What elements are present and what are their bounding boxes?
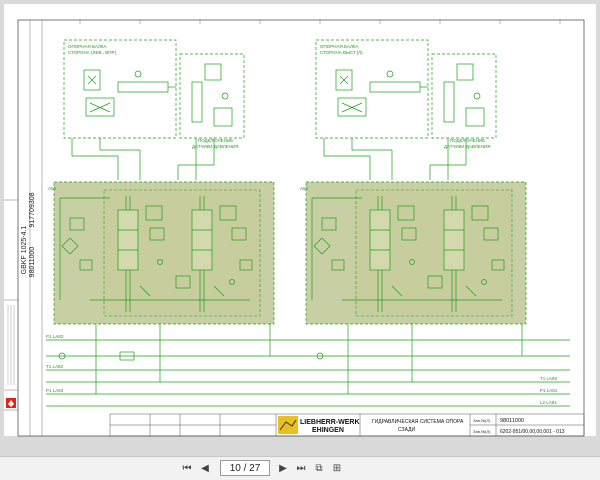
- number-label: Зав.№(Л): [473, 418, 491, 423]
- drawing-label: Зав.№(Л): [473, 429, 491, 434]
- line-label-1: P1 LA82: [46, 334, 64, 339]
- right-sensor-label-2: ДАТЧИКИ ДАВЛЕНИЯ: [444, 144, 490, 149]
- supply-lines: [46, 324, 570, 407]
- right-upper-circuit: [315, 39, 497, 180]
- drawing-title-1: ГИДРАВЛИЧЕСКАЯ СИСТЕМА ОПОРА: [372, 419, 464, 425]
- page-number-input[interactable]: 10 / 27: [220, 460, 270, 476]
- left-valve-manifold: [53, 181, 275, 325]
- company-name-1: LIEBHERR-WERK: [300, 419, 360, 426]
- company-name-2: EHINGEN: [312, 427, 344, 434]
- right-valve-manifold: [305, 181, 527, 325]
- doc-code-1: GBKF 1025-4.1: [21, 226, 28, 275]
- right-sensor-label-1: ПОДКЛЮЧЕНИЕ: [450, 138, 485, 143]
- line-label-5: P1 LA81: [540, 388, 558, 393]
- doc-code-2: 917709308: [29, 192, 36, 227]
- liebherr-logo: LIEBHERR-WERK EHINGEN: [278, 416, 360, 434]
- next-page-icon[interactable]: ▶: [279, 462, 287, 474]
- page-total: 27: [249, 462, 261, 474]
- line-label-4: T1 LA83: [540, 376, 558, 381]
- right-cylinder-label-1: ОПОРНАЯ БАЛКА: [320, 44, 359, 49]
- line-label-6: L2 LA81: [540, 400, 557, 405]
- fit-page-icon[interactable]: ⧉: [315, 462, 323, 474]
- grid-ticks: [79, 20, 561, 24]
- drawing-value: 6202-951/00,00,00,001 - 013: [500, 429, 565, 435]
- page-current: 10: [229, 462, 241, 474]
- title-block: [109, 413, 585, 437]
- line-label-3: P1 LA83: [46, 388, 64, 393]
- left-port-label: A50: [48, 186, 57, 191]
- line-label-2: T1 LA82: [46, 364, 64, 369]
- viewer-toolbar: ⏮ ◀ 10 / 27 ▶ ⏭ ⧉ ⊞: [0, 456, 600, 480]
- right-cylinder-label-2: СТОРОНА ВЫСТ.(Л): [320, 50, 363, 55]
- right-port-label: A50: [300, 186, 309, 191]
- left-cylinder-label-2: СТОРОНА (ЛЕВ., ВПР.): [68, 50, 117, 55]
- page-separator: /: [243, 462, 247, 474]
- document-viewport[interactable]: GBKF 1025-4.1 917709308 98011000 ОПОР: [0, 0, 600, 456]
- fit-width-icon[interactable]: ⊞: [332, 462, 342, 474]
- last-page-icon[interactable]: ⏭: [296, 462, 306, 474]
- first-page-icon[interactable]: ⏮: [182, 462, 192, 474]
- schematic-page: GBKF 1025-4.1 917709308 98011000 ОПОР: [4, 4, 596, 437]
- doc-code-3: 98011000: [29, 247, 36, 278]
- prev-page-icon[interactable]: ◀: [201, 462, 209, 474]
- left-sensor-label-1: ПОДКЛЮЧЕНИЕ: [198, 138, 233, 143]
- drawing-title-2: СЗАДИ: [398, 427, 415, 433]
- left-sensor-label-2: ДАТЧИКИ ДАВЛЕНИЯ: [192, 144, 238, 149]
- number-value: 98011000: [500, 418, 524, 424]
- left-cylinder-label-1: ОПОРНАЯ БАЛКА: [68, 44, 107, 49]
- left-upper-circuit: [63, 39, 245, 180]
- sidebar-strip: GBKF 1025-4.1 917709308 98011000: [4, 20, 43, 436]
